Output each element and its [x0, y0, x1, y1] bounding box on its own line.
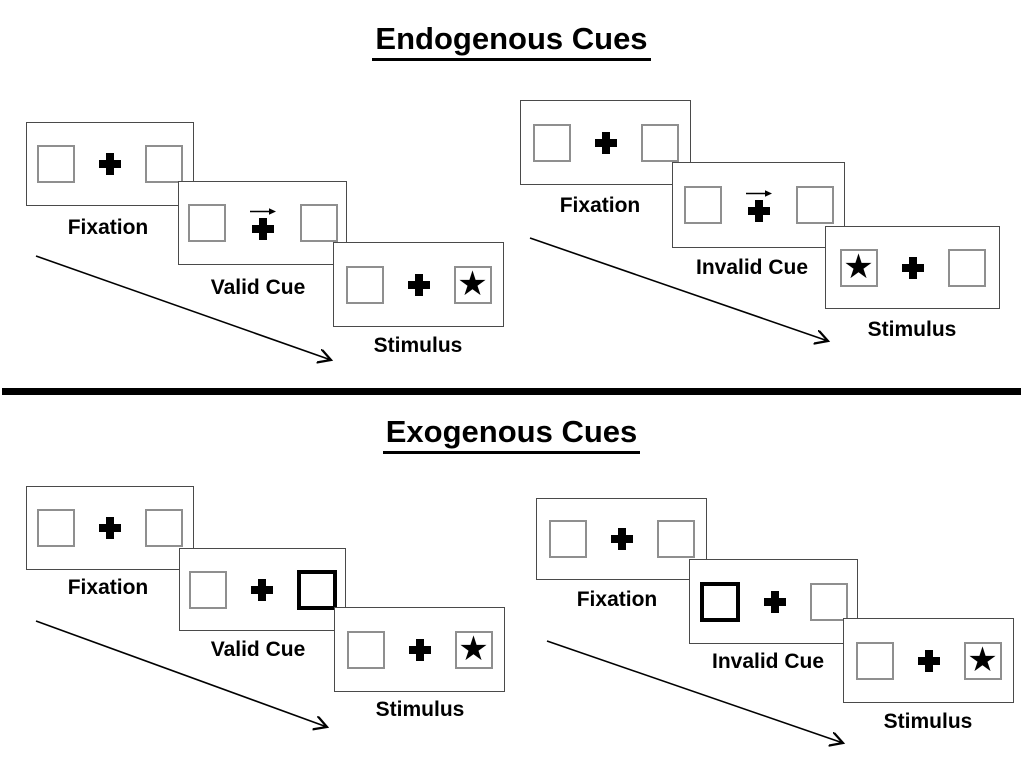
- fixation-cross-icon: [763, 590, 786, 613]
- right-placeholder-box: [795, 186, 834, 224]
- panel-endogenous-invalid-stimulus: ★: [825, 226, 1000, 309]
- right-placeholder-box: [656, 520, 695, 558]
- left-placeholder-box: [345, 265, 384, 304]
- cue-arrow-icon: [249, 207, 276, 215]
- left-placeholder-box: [37, 145, 75, 183]
- timeline-arrow: [35, 255, 340, 370]
- right-placeholder-box: [809, 582, 848, 621]
- panel-label: Invalid Cue: [695, 256, 809, 279]
- section-title-exogenous: Exogenous Cues: [0, 414, 1023, 454]
- panel-exogenous-invalid-fixation: [536, 498, 707, 580]
- left-placeholder-box: [346, 630, 385, 669]
- panel-label: Stimulus: [883, 710, 973, 733]
- right-placeholder-box: [145, 145, 183, 183]
- timeline-arrow: [529, 237, 838, 350]
- left-placeholder-box: [548, 520, 587, 558]
- panel-label: Valid Cue: [210, 276, 306, 299]
- left-placeholder-box: [532, 123, 571, 162]
- fixation-cross-icon: [594, 131, 617, 154]
- fixation-cross-icon: [747, 199, 770, 222]
- section-title-text: Exogenous Cues: [382, 414, 641, 454]
- timeline-arrow: [546, 640, 853, 753]
- panel-label: Invalid Cue: [711, 650, 825, 673]
- panel-label: Stimulus: [867, 318, 957, 341]
- panel-label: Stimulus: [375, 698, 465, 721]
- panel-endogenous-valid-stimulus: ★: [333, 242, 504, 327]
- left-placeholder-box: [683, 186, 722, 224]
- left-placeholder-box: [188, 570, 227, 609]
- left-placeholder-box: [37, 509, 75, 547]
- panel-endogenous-invalid-cue: [672, 162, 845, 248]
- right-cued-box: [296, 569, 337, 610]
- fixation-cross-icon: [917, 649, 940, 672]
- panel-label: Fixation: [67, 216, 149, 239]
- fixation-cross-icon: [408, 638, 431, 661]
- fixation-cross-icon: [251, 217, 274, 240]
- panel-exogenous-invalid-cue: [689, 559, 858, 644]
- fixation-cross-icon: [610, 528, 633, 550]
- right-stimulus-box: ★: [963, 639, 1002, 680]
- left-placeholder-box: [855, 641, 894, 680]
- panel-endogenous-invalid-fixation: [520, 100, 691, 185]
- section-title-text: Endogenous Cues: [372, 21, 651, 61]
- panel-label: Stimulus: [373, 334, 463, 357]
- star-icon: ★: [967, 639, 998, 680]
- right-placeholder-box: [947, 248, 986, 287]
- left-placeholder-box: [187, 204, 226, 242]
- fixation-cross-icon: [407, 273, 430, 296]
- panel-exogenous-invalid-stimulus: ★: [843, 618, 1014, 703]
- panel-label: Fixation: [559, 194, 641, 217]
- section-divider: [2, 388, 1021, 395]
- right-placeholder-box: [640, 123, 679, 162]
- panel-label: Fixation: [67, 576, 149, 599]
- cross-and-cue-stack: [249, 207, 276, 240]
- fixation-cross-icon: [250, 578, 273, 601]
- right-stimulus-box: ★: [454, 628, 493, 669]
- star-icon: ★: [458, 628, 489, 669]
- panel-label: Fixation: [576, 588, 658, 611]
- star-icon: ★: [457, 263, 488, 304]
- star-icon: ★: [843, 246, 874, 287]
- left-stimulus-box: ★: [839, 246, 878, 287]
- panel-exogenous-valid-fixation: [26, 486, 194, 570]
- timeline-arrow: [35, 620, 340, 737]
- fixation-cross-icon: [99, 517, 121, 539]
- panel-endogenous-valid-cue: [178, 181, 347, 265]
- right-placeholder-box: [145, 509, 183, 547]
- cue-arrow-icon: [745, 189, 772, 197]
- panel-exogenous-valid-stimulus: ★: [334, 607, 505, 692]
- section-title-endogenous: Endogenous Cues: [0, 21, 1023, 61]
- panel-exogenous-valid-cue: [179, 548, 346, 631]
- panel-endogenous-valid-fixation: [26, 122, 194, 206]
- left-cued-box: [699, 581, 740, 622]
- fixation-cross-icon: [901, 256, 924, 279]
- right-placeholder-box: [299, 204, 338, 242]
- cross-and-cue-stack: [745, 189, 772, 222]
- right-stimulus-box: ★: [453, 263, 492, 304]
- fixation-cross-icon: [99, 153, 121, 175]
- panel-label: Valid Cue: [210, 638, 306, 661]
